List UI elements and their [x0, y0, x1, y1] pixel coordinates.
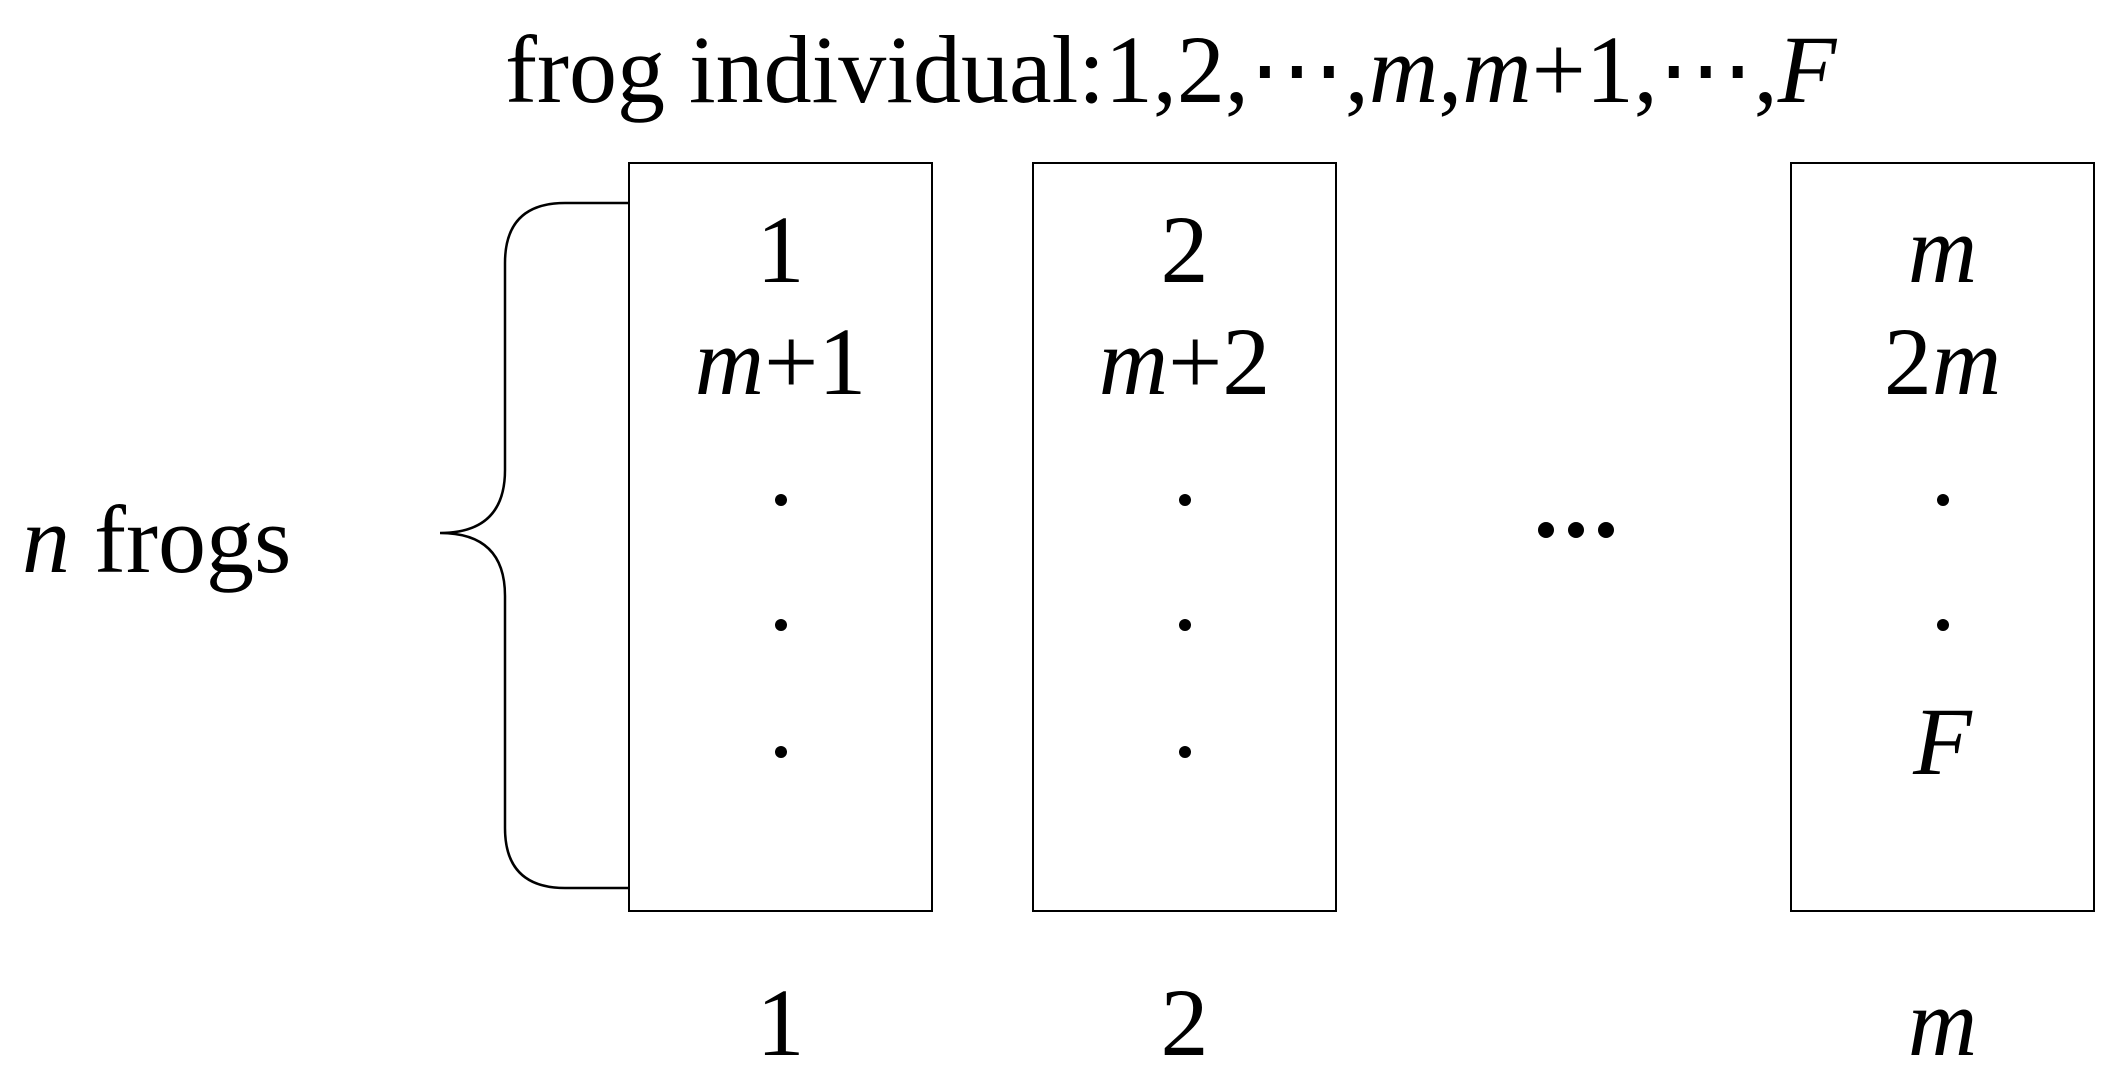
title-var-m: m	[1462, 16, 1532, 123]
box-1-top-entry: 1	[756, 196, 805, 303]
title-var-m: m	[1368, 16, 1439, 123]
ellipsis-dot	[1598, 522, 1614, 538]
box-2-second-entry: m+2	[1098, 308, 1271, 415]
box-2-index-label: 2	[1160, 969, 1209, 1076]
box-m-top-entry: m	[1907, 196, 1978, 303]
var-n: n	[22, 486, 70, 593]
title-ellipsis: ⋯	[1248, 16, 1345, 123]
ellipsis-dot	[1568, 522, 1584, 538]
memeplex-box-1: 1 m+1	[628, 162, 933, 912]
title-plus-one: +1,	[1531, 16, 1658, 123]
memeplex-box-m: m 2m F	[1790, 162, 2095, 912]
title-ellipsis: ⋯	[1657, 16, 1754, 123]
title-sep: ,	[1753, 16, 1778, 123]
box-m-index-label: m	[1907, 969, 1978, 1076]
title-prefix: frog individual:1,2,	[505, 16, 1249, 123]
diagram-title: frog individual:1,2,⋯,m,m+1,⋯,F	[505, 22, 1836, 118]
vertical-dot	[774, 746, 787, 758]
n-frogs-label: n frogs	[22, 492, 291, 588]
between-boxes-ellipsis	[1538, 522, 1614, 538]
vertical-dot	[1936, 619, 1949, 631]
vertical-dot	[774, 619, 787, 631]
ellipsis-dot	[1538, 522, 1554, 538]
vertical-dot	[1178, 619, 1191, 631]
memeplex-box-2: 2 m+2	[1032, 162, 1337, 912]
vertical-dot	[1936, 494, 1949, 506]
box-m-second-entry: 2m	[1883, 308, 2002, 415]
vertical-dot	[1178, 494, 1191, 506]
title-var-F: F	[1777, 16, 1837, 123]
vertical-dot	[774, 494, 787, 506]
box-1-second-entry: m+1	[694, 308, 867, 415]
frogs-text: frogs	[70, 486, 292, 593]
box-m-last-entry: F	[1913, 688, 1972, 795]
title-sep: ,	[1344, 16, 1369, 123]
title-sep: ,	[1438, 16, 1463, 123]
box-1-index-label: 1	[756, 969, 805, 1076]
box-2-top-entry: 2	[1160, 196, 1209, 303]
vertical-dot	[1178, 746, 1191, 758]
